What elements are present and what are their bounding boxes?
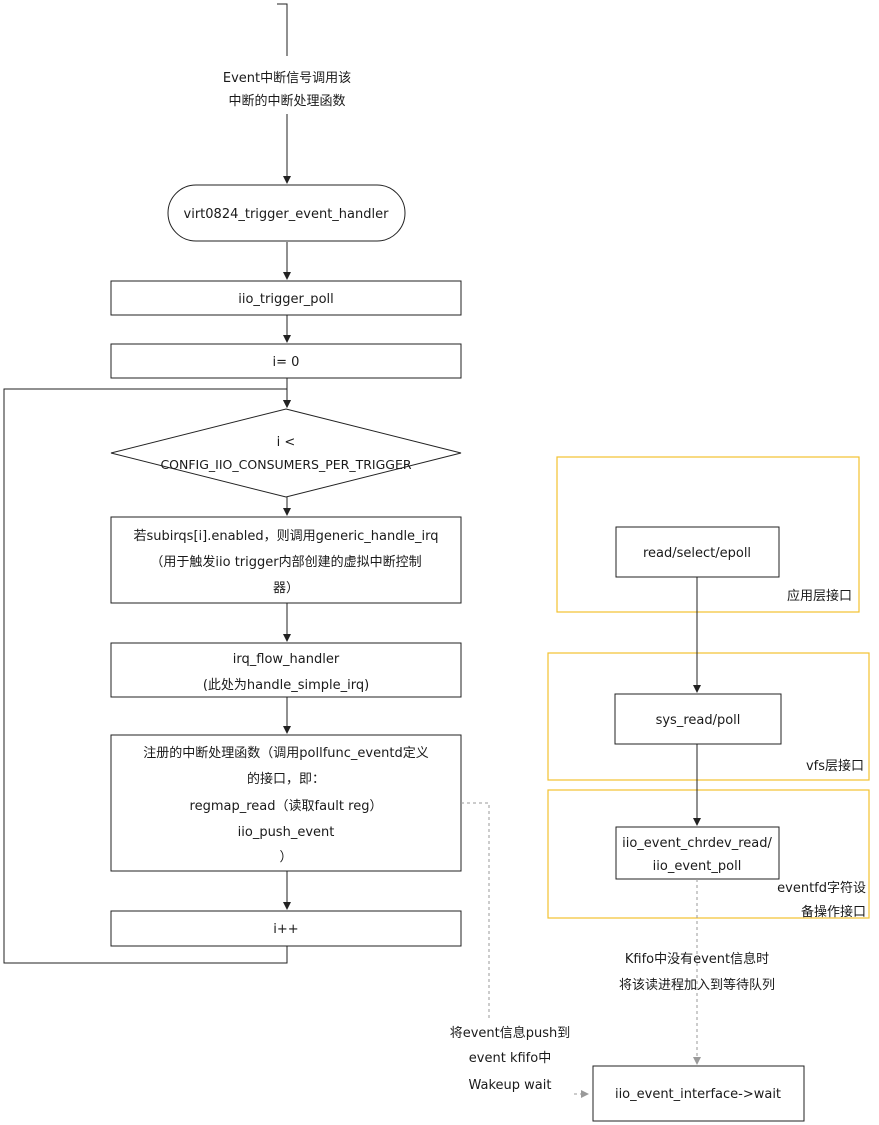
event-handler-node: virt0824_trigger_event_handler: [167, 184, 406, 242]
flow-handler-node: irq_flow_handler (此处为handle_simple_irq): [110, 642, 462, 698]
wait-note-line-2: 将该读进程加入到等待队列: [619, 977, 775, 993]
push-note-line-1: 将event信息push到: [450, 1025, 571, 1041]
flow-handler-line-2: (此处为handle_simple_irq): [203, 678, 369, 693]
wait-queue-label: iio_event_interface->wait: [615, 1087, 781, 1102]
chrdev-layer-zone: iio_event_chrdev_read/ iio_event_poll ev…: [547, 789, 870, 920]
increment-label: i++: [273, 922, 298, 937]
trigger-poll-label: iio_trigger_poll: [238, 292, 334, 307]
vfs-layer-label: vfs层接口: [806, 758, 864, 774]
chrdev-label-line-1: eventfd字符设: [777, 880, 866, 896]
registered-line-2: 的接口，即：: [247, 771, 325, 787]
subirq-node: 若subirqs[i].enabled，则调用generic_handle_ir…: [110, 516, 462, 604]
init-node: i= 0: [110, 343, 462, 379]
registered-line-3: regmap_read（读取fault reg）: [190, 799, 383, 814]
app-layer-zone: read/select/epoll 应用层接口: [556, 456, 860, 613]
flow-connectors: [3, 3, 291, 964]
subirq-line-2: （用于触发iio trigger内部创建的虚拟中断控制: [150, 554, 421, 570]
wait-note-line-1: Kfifo中没有event信息时: [625, 951, 769, 967]
registered-line-5: ）: [279, 850, 292, 865]
push-connector: [461, 802, 589, 1098]
registered-handler-node: 注册的中断处理函数（调用pollfunc_eventd定义 的接口，即： reg…: [110, 734, 462, 872]
app-layer-label: 应用层接口: [787, 588, 852, 604]
flow-handler-line-1: irq_flow_handler: [233, 652, 340, 667]
start-note: Event中断信号调用该 中断的中断处理函数: [223, 71, 351, 109]
init-label: i= 0: [273, 355, 300, 370]
subirq-line-1: 若subirqs[i].enabled，则调用generic_handle_ir…: [133, 528, 438, 544]
loop-decision: i < CONFIG_IIO_CONSUMERS_PER_TRIGGER: [110, 408, 462, 498]
decision-line-2: CONFIG_IIO_CONSUMERS_PER_TRIGGER: [160, 457, 411, 472]
vfs-layer-zone: sys_read/poll vfs层接口: [547, 652, 870, 781]
start-note-line-2: 中断的中断处理函数: [228, 93, 345, 109]
push-note: 将event信息push到 event kfifo中 Wakeup wait: [450, 1025, 571, 1093]
chrdev-box-line-2: iio_event_poll: [653, 859, 742, 874]
subirq-line-3: 器）: [273, 581, 299, 596]
push-note-line-2: event kfifo中: [469, 1051, 551, 1066]
increment-node: i++: [110, 910, 462, 947]
chrdev-box-line-1: iio_event_chrdev_read/: [622, 836, 772, 851]
vfs-layer-box-label: sys_read/poll: [656, 713, 741, 728]
wait-queue-node: iio_event_interface->wait: [592, 1065, 805, 1122]
app-layer-box-label: read/select/epoll: [643, 546, 751, 561]
registered-line-1: 注册的中断处理函数（调用pollfunc_eventd定义: [143, 745, 428, 761]
push-note-line-3: Wakeup wait: [469, 1078, 552, 1093]
wait-note: Kfifo中没有event信息时 将该读进程加入到等待队列: [619, 951, 775, 993]
registered-line-4: iio_push_event: [238, 825, 335, 840]
chrdev-label-line-2: 备操作接口: [801, 904, 866, 920]
start-note-line-1: Event中断信号调用该: [223, 71, 351, 86]
trigger-poll-node: iio_trigger_poll: [110, 280, 462, 316]
decision-line-1: i <: [277, 435, 296, 450]
event-handler-label: virt0824_trigger_event_handler: [184, 207, 390, 222]
